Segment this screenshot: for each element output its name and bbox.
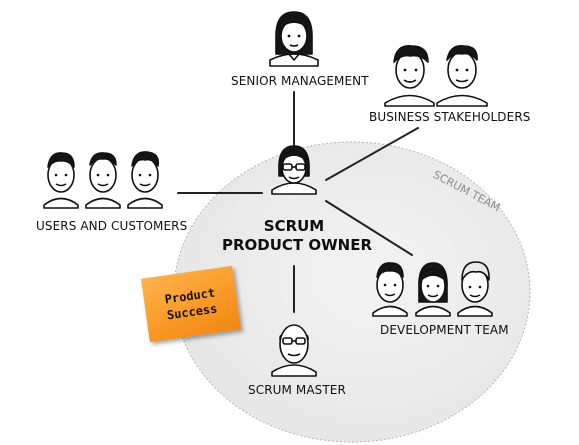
users-and-customers-label: USERS AND CUSTOMERS (36, 218, 188, 234)
senior-management-figure (269, 11, 319, 67)
business-stakeholders-label: BUSINESS STAKEHOLDERS (369, 109, 531, 125)
product-owner-title-line2: PRODUCT OWNER (222, 236, 373, 254)
connector-lines (177, 91, 419, 313)
users-and-customers-figures (43, 151, 163, 209)
scrum-team-boundary (173, 141, 531, 443)
business-stakeholders-figures (384, 44, 488, 107)
product-owner-title-line1: SCRUM (263, 217, 325, 235)
product-success-sticky-note: Product Success (140, 265, 242, 343)
scrum-master-label: SCRUM MASTER (248, 382, 346, 398)
development-team-label: DEVELOPMENT TEAM (380, 322, 509, 338)
development-team-figures (372, 261, 493, 317)
product-owner-figure (271, 145, 317, 195)
connector-business-stakeholders (325, 127, 419, 181)
senior-management-label: SENIOR MANAGEMENT (231, 73, 369, 89)
product-owner-title: SCRUM PRODUCT OWNER (222, 217, 373, 255)
sticky-note-text: Product Success (164, 285, 219, 324)
connector-development-team (325, 200, 413, 256)
scrum-master-figure (271, 324, 317, 377)
